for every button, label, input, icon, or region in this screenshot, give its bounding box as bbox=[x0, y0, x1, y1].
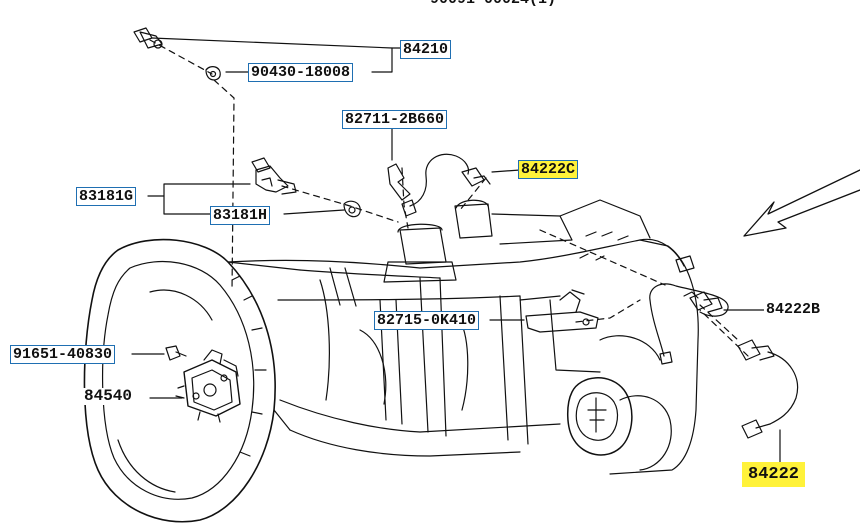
part-label-83181h[interactable]: 83181H bbox=[210, 206, 271, 225]
bolt-91651 bbox=[165, 345, 187, 361]
part-label-90430-18008[interactable]: 90430-18008 bbox=[248, 63, 354, 82]
part-label-84210[interactable]: 84210 bbox=[400, 40, 452, 59]
view-arrow-icon bbox=[743, 169, 860, 237]
sensor-84222 bbox=[737, 339, 799, 439]
sensor-84222b bbox=[649, 283, 729, 365]
leader-lines bbox=[149, 39, 749, 357]
sensor-83181 bbox=[251, 157, 361, 218]
part-label-84540[interactable]: 84540 bbox=[82, 387, 135, 405]
part-label-83181g[interactable]: 83181G bbox=[76, 187, 137, 206]
part-label-84222b[interactable]: 84222B bbox=[764, 301, 823, 318]
part-label-84222[interactable]: 84222 bbox=[742, 462, 806, 487]
switch-84210 bbox=[133, 27, 221, 81]
transmission-case bbox=[227, 199, 699, 475]
part-label-82715-0k410[interactable]: 82715-0K410 bbox=[374, 311, 480, 330]
actuator-84540 bbox=[175, 349, 241, 423]
part-label-82711-2b660[interactable]: 82711-2B660 bbox=[342, 110, 448, 129]
bracket-82715 bbox=[525, 289, 599, 333]
sensor-84222c bbox=[387, 153, 491, 217]
part-label-91651-40830[interactable]: 91651-40830 bbox=[10, 345, 116, 364]
part-label-84222c[interactable]: 84222C bbox=[518, 160, 579, 179]
rear-flange bbox=[567, 377, 672, 471]
label-leaders bbox=[131, 37, 781, 465]
part-label-top-partial[interactable]: 90091-00024(1) bbox=[428, 0, 559, 8]
